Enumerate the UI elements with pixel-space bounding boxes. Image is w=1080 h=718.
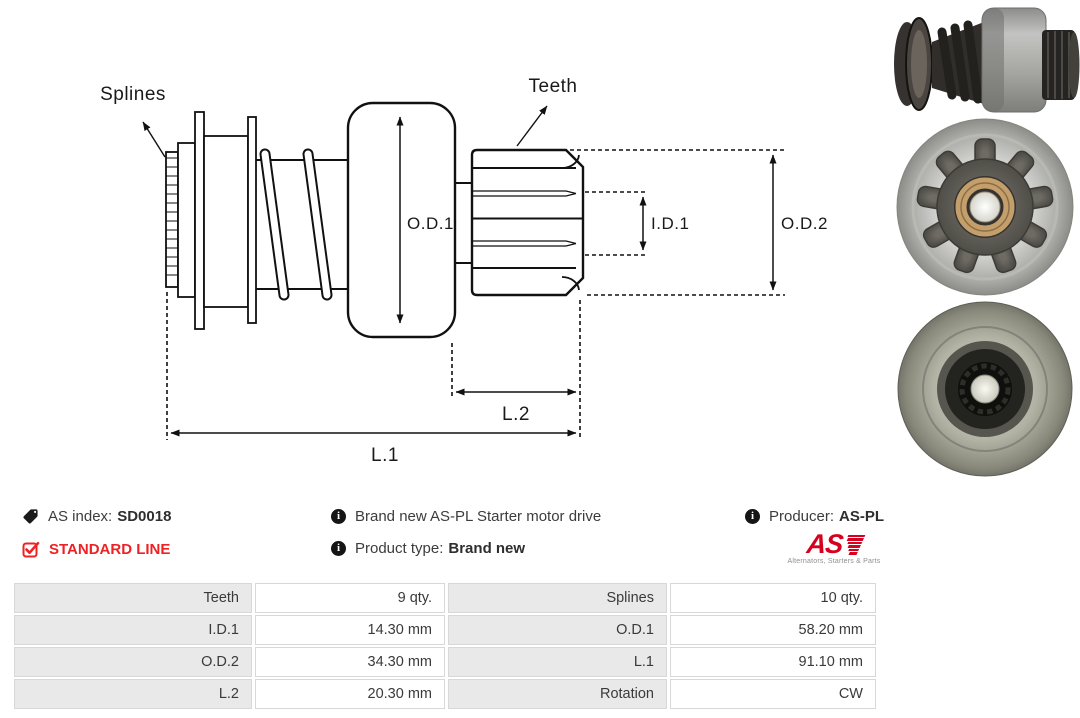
flange-section	[194, 111, 257, 330]
spec-value: 91.10 mm	[670, 647, 876, 677]
aspl-logo: AS Alternators, Starters & Parts	[782, 529, 886, 565]
spec-value: 20.30 mm	[255, 679, 445, 709]
info-icon: i	[745, 509, 760, 524]
aspl-logo-stripes-icon	[840, 535, 866, 555]
spec-value: 34.30 mm	[255, 647, 445, 677]
description-text: Brand new AS-PL Starter motor drive	[355, 508, 602, 525]
spec-label: O.D.1	[448, 615, 667, 645]
dim-label-id1: I.D.1	[651, 214, 689, 233]
dim-label-od1: O.D.1	[407, 214, 454, 233]
checkbox-icon	[22, 540, 40, 558]
info-icon: i	[331, 541, 346, 556]
dim-label-l1: L.1	[371, 445, 399, 466]
spec-label: O.D.2	[14, 647, 252, 677]
pinion-shaft-lines	[455, 182, 472, 264]
product-type: i Product type: Brand new	[331, 540, 525, 557]
as-index-label: AS index:	[48, 508, 113, 525]
pinion-gear	[470, 148, 585, 297]
as-index-value: SD0018	[117, 508, 172, 525]
extension-lines	[166, 149, 785, 440]
product-photo-front-view	[896, 118, 1074, 296]
dim-label-l2: L.2	[502, 404, 530, 425]
callout-label-splines: Splines	[100, 84, 166, 105]
spec-value: 58.20 mm	[670, 615, 876, 645]
spec-value: CW	[670, 679, 876, 709]
producer: i Producer: AS-PL	[745, 508, 884, 525]
spec-label: I.D.1	[14, 615, 252, 645]
aspl-logo-tagline: Alternators, Starters & Parts	[787, 558, 881, 565]
product-description: i Brand new AS-PL Starter motor drive	[331, 508, 601, 525]
spec-value: 9 qty.	[255, 583, 445, 613]
spec-label: L.1	[448, 647, 667, 677]
producer-label: Producer:	[769, 508, 835, 525]
spec-label: Rotation	[448, 679, 667, 709]
spec-table: Teeth 9 qty. Splines 10 qty. I.D.1 14.30…	[14, 583, 876, 709]
as-index: AS index: SD0018	[22, 508, 171, 525]
teeth-callout-arrow	[516, 105, 548, 147]
technical-drawing: O.D.1 Splines Teeth I.D.1 O.D.2	[100, 76, 828, 466]
spec-value: 10 qty.	[670, 583, 876, 613]
product-photo-side-view	[894, 7, 1080, 113]
product-type-value: Brand new	[448, 540, 526, 557]
spec-label: Teeth	[14, 583, 252, 613]
splines-callout-arrow	[142, 121, 166, 158]
spline-section	[165, 142, 196, 298]
product-photo-back-view	[897, 301, 1073, 477]
callout-label-teeth: Teeth	[529, 76, 578, 97]
producer-value: AS-PL	[839, 508, 885, 525]
standard-line-badge: STANDARD LINE	[22, 540, 170, 558]
standard-line-label: STANDARD LINE	[49, 540, 171, 558]
spec-label: L.2	[14, 679, 252, 709]
aspl-logo-text: AS	[805, 529, 844, 559]
dim-label-od2: O.D.2	[781, 214, 828, 233]
tag-icon	[22, 508, 39, 525]
spec-value: 14.30 mm	[255, 615, 445, 645]
spring-coils	[259, 148, 333, 301]
spec-label: Splines	[448, 583, 667, 613]
info-icon: i	[331, 509, 346, 524]
product-type-label: Product type:	[355, 540, 444, 557]
